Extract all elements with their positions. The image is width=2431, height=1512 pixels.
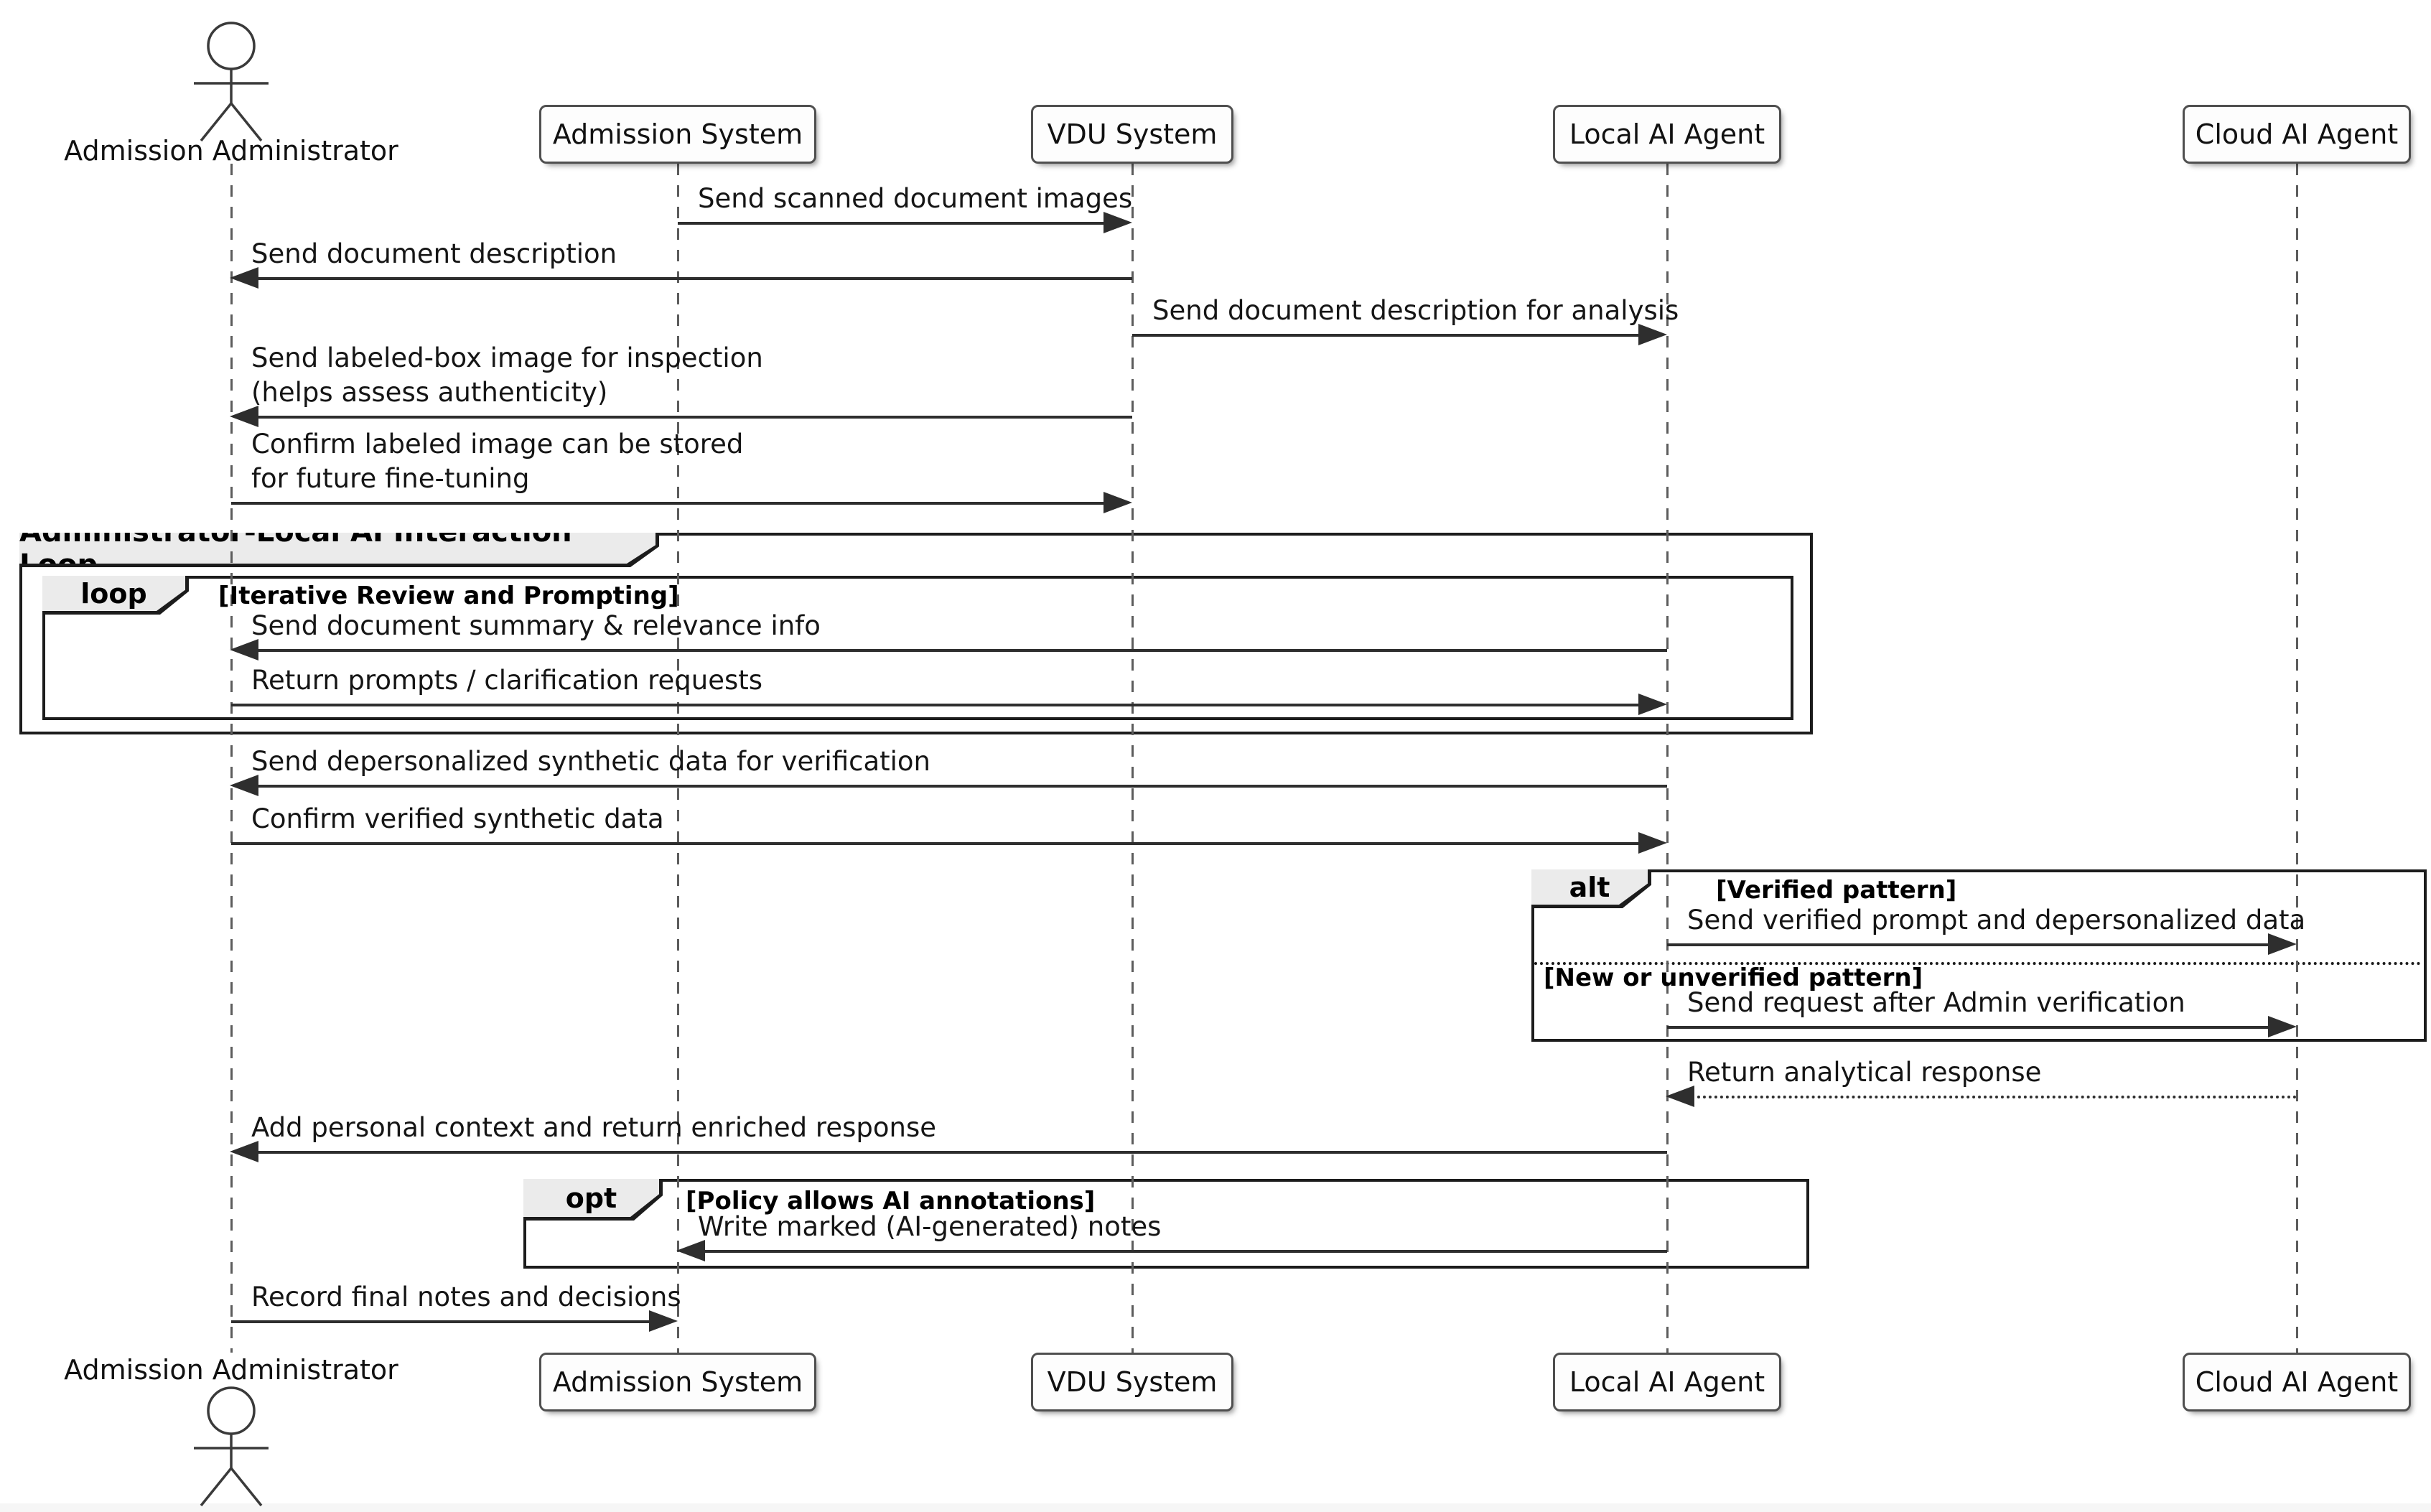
actor-figure-top bbox=[167, 17, 296, 149]
participant-top-admin: Admission Administrator bbox=[64, 135, 398, 167]
message-arrowhead-right-icon bbox=[1638, 324, 1667, 345]
frame-loop-keyword: loop bbox=[42, 576, 185, 611]
message-arrowhead-right-icon bbox=[1103, 212, 1132, 233]
participant-top-cloud_ai: Cloud AI Agent bbox=[2183, 105, 2411, 164]
actor-stick-figure-icon bbox=[194, 22, 269, 142]
message-arrow-line bbox=[231, 1320, 653, 1323]
message-arrow-line bbox=[1692, 1096, 2297, 1098]
message-label: Send document description for analysis bbox=[1152, 294, 1679, 326]
message-label: Send verified prompt and depersonalized … bbox=[1687, 904, 2306, 935]
lifeline-cloud_ai bbox=[2296, 164, 2298, 1353]
message-arrowhead-left-icon bbox=[230, 1141, 258, 1162]
message-arrowhead-right-icon bbox=[649, 1310, 678, 1332]
message-arrowhead-left-icon bbox=[1666, 1086, 1694, 1107]
frame-opt-guard: [Policy allows AI annotations] bbox=[686, 1187, 1096, 1215]
message-arrow-line bbox=[256, 649, 1667, 652]
actor-stick-figure-icon bbox=[194, 1386, 269, 1507]
message-arrowhead-left-icon bbox=[230, 406, 258, 427]
frame-loop bbox=[42, 576, 1793, 720]
message-arrow-line bbox=[256, 416, 1132, 419]
lifeline-vdu bbox=[1131, 164, 1134, 1353]
lifeline-local_ai bbox=[1666, 164, 1669, 1353]
bottom-edge-strip bbox=[0, 1503, 2431, 1512]
message-label: Confirm labeled image can be stored for … bbox=[251, 428, 744, 494]
message-arrowhead-right-icon bbox=[1638, 832, 1667, 854]
message-arrow-line bbox=[231, 704, 1643, 706]
message-arrow-line bbox=[1667, 943, 2272, 946]
frame-alt-divider-guard: [New or unverified pattern] bbox=[1544, 963, 1923, 992]
participant-top-vdu: VDU System bbox=[1031, 105, 1233, 164]
frame-alt-guard: [Verified pattern] bbox=[1716, 876, 1957, 905]
participant-top-admission: Admission System bbox=[539, 105, 816, 164]
message-label: Return analytical response bbox=[1687, 1056, 2042, 1088]
message-label: Send document description bbox=[251, 238, 617, 269]
message-arrowhead-left-icon bbox=[230, 639, 258, 661]
participant-bottom-local_ai: Local AI Agent bbox=[1553, 1353, 1781, 1411]
message-label: Record final notes and decisions bbox=[251, 1281, 681, 1312]
frame-group bbox=[19, 533, 1813, 734]
message-label: Send scanned document images bbox=[698, 182, 1133, 214]
message-arrow-line bbox=[256, 785, 1667, 788]
message-arrowhead-left-icon bbox=[676, 1240, 705, 1261]
message-label: Confirm verified synthetic data bbox=[251, 803, 664, 834]
message-label: Send labeled-box image for inspection (h… bbox=[251, 342, 763, 408]
lifeline-admission bbox=[677, 164, 679, 1353]
message-arrowhead-right-icon bbox=[2268, 1016, 2297, 1037]
message-arrow-line bbox=[1132, 334, 1643, 337]
message-arrowhead-right-icon bbox=[1103, 492, 1132, 513]
message-arrowhead-right-icon bbox=[2268, 933, 2297, 955]
frame-opt bbox=[523, 1179, 1809, 1269]
participant-bottom-admin: Admission Administrator bbox=[64, 1354, 398, 1386]
message-arrow-line bbox=[256, 277, 1132, 280]
frame-alt-divider bbox=[1534, 962, 2421, 965]
message-label: Write marked (AI-generated) notes bbox=[698, 1210, 1162, 1242]
message-arrow-line bbox=[678, 222, 1108, 225]
frame-loop-guard: [Iterative Review and Prompting] bbox=[218, 582, 679, 610]
message-label: Return prompts / clarification requests bbox=[251, 664, 763, 696]
message-arrow-line bbox=[256, 1151, 1667, 1154]
message-arrow-line bbox=[231, 842, 1643, 845]
participant-bottom-cloud_ai: Cloud AI Agent bbox=[2183, 1353, 2411, 1411]
actor-figure-bottom bbox=[167, 1382, 296, 1512]
message-arrow-line bbox=[231, 502, 1108, 505]
frame-opt-keyword: opt bbox=[523, 1179, 659, 1217]
lifeline-admin bbox=[230, 164, 233, 1353]
message-label: Send document summary & relevance info bbox=[251, 610, 821, 641]
message-arrowhead-left-icon bbox=[230, 775, 258, 796]
message-arrow-line bbox=[702, 1250, 1667, 1253]
participant-bottom-admission: Admission System bbox=[539, 1353, 816, 1411]
message-label: Send request after Admin verification bbox=[1687, 986, 2185, 1018]
message-label: Send depersonalized synthetic data for v… bbox=[251, 745, 931, 777]
message-arrowhead-right-icon bbox=[1638, 694, 1667, 715]
participant-top-local_ai: Local AI Agent bbox=[1553, 105, 1781, 164]
participant-bottom-vdu: VDU System bbox=[1031, 1353, 1233, 1411]
message-label: Add personal context and return enriched… bbox=[251, 1111, 936, 1143]
frame-alt bbox=[1531, 869, 2427, 1042]
message-arrowhead-left-icon bbox=[230, 267, 258, 289]
message-arrow-line bbox=[1667, 1026, 2272, 1029]
frame-group-keyword: Administrator-Local AI Interaction Loop bbox=[19, 533, 655, 564]
